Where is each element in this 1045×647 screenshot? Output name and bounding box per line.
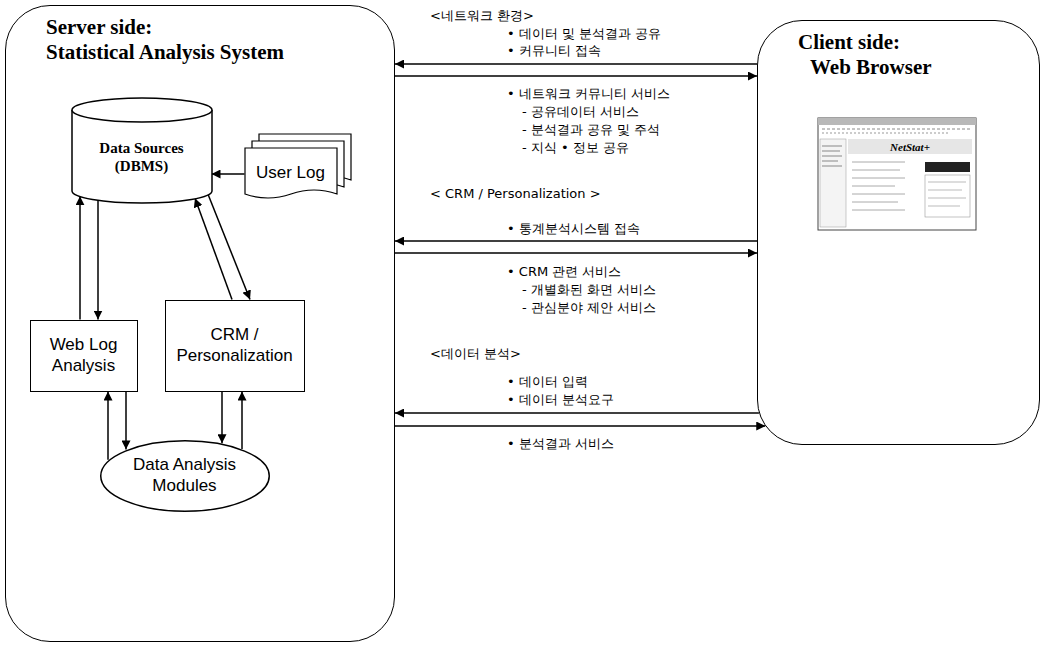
node-label: Data Analysis Modules — [122, 455, 247, 496]
screen-frame — [818, 118, 976, 230]
content-line — [928, 182, 966, 183]
side-panel — [925, 175, 970, 217]
message-item: • 데이터 입력 — [505, 374, 590, 390]
node-label: User Log — [256, 163, 325, 183]
content-line — [852, 210, 905, 211]
header-band — [848, 139, 972, 154]
arrow-connector — [395, 63, 757, 65]
arrow-connector — [395, 412, 759, 414]
nav-line — [822, 151, 840, 152]
message-item: • 데이터 분석요구 — [505, 392, 616, 408]
screen-title: NetStat+ — [888, 139, 932, 155]
arrow-connector — [221, 392, 223, 444]
arrow-connector — [97, 200, 99, 320]
arrow-connector — [79, 196, 81, 319]
arrow-connector — [107, 392, 109, 460]
content-line — [852, 162, 905, 163]
message-item: • 분석결과 서비스 — [505, 436, 616, 452]
database-cylinder: Data Sources (DBMS) — [72, 98, 212, 203]
document-sheet — [245, 148, 337, 198]
message-item: - 지식 • 정보 공유 — [520, 140, 631, 156]
toolbar-line — [822, 129, 970, 130]
region-heading: Web Browser — [810, 55, 932, 80]
content-line — [852, 170, 900, 171]
node-label: Data Sources (DBMS) — [86, 139, 198, 175]
message-item: - 개별화된 화면 서비스 — [520, 282, 658, 298]
ellipse-outline — [100, 440, 269, 511]
arrow-connector — [125, 392, 127, 450]
dark-panel — [925, 162, 970, 172]
text-holder: Web Log Analysis — [31, 321, 137, 391]
text-holder: Client side:Web Browser — [798, 30, 932, 80]
message-item: - 공유데이터 서비스 — [520, 104, 641, 120]
text-holder: CRM / Personalization — [166, 301, 304, 391]
nav-line — [822, 156, 842, 157]
arrow-connector — [395, 425, 765, 427]
browser-screenshot — [818, 118, 976, 230]
arrow-connector — [208, 194, 250, 299]
message-item: • 데이터 및 분석결과 공유 — [505, 26, 663, 42]
module-ellipse: Data Analysis Modules — [100, 440, 270, 512]
text-holder: User Log — [245, 148, 337, 200]
content-line — [852, 186, 895, 187]
arrow-connector — [395, 252, 757, 254]
process-box: CRM / Personalization — [165, 300, 305, 392]
toolbar-line — [822, 133, 950, 134]
text-holder: Server side:Statistical Analysis System — [46, 15, 284, 65]
arrow-connector — [212, 173, 245, 175]
section-heading: <데이터 분석> — [428, 346, 523, 362]
log-document: User Log — [245, 148, 337, 200]
nav-line — [822, 161, 838, 162]
message-item: - 관심분야 제안 서비스 — [520, 300, 658, 316]
node-label: Web Log Analysis — [34, 335, 134, 376]
message-item: • 네트워크 커뮤니티 서비스 — [505, 86, 672, 102]
content-line — [928, 206, 960, 207]
content-line — [852, 194, 905, 195]
region-heading: Server side: — [46, 15, 284, 40]
region-heading: Client side: — [798, 30, 932, 55]
arrow-connector — [395, 75, 757, 77]
content-line — [852, 178, 905, 179]
cylinder-top — [72, 98, 212, 122]
message-item: • CRM 관련 서비스 — [505, 264, 623, 280]
text-holder: Data Analysis Modules — [100, 440, 270, 512]
arrow-connector — [241, 392, 243, 449]
arrow-connector — [395, 240, 757, 242]
arrow-connector — [195, 198, 232, 299]
title-bar — [818, 118, 976, 125]
cylinder-body — [72, 110, 212, 203]
message-item: - 분석결과 공유 및 주석 — [520, 122, 662, 138]
nav-column — [820, 139, 846, 227]
message-item: • 통계분석시스템 접속 — [505, 221, 642, 237]
server-region: Server side:Statistical Analysis SystemD… — [5, 5, 395, 642]
node-label: CRM / Personalization — [169, 325, 301, 366]
message-item: • 커뮤니티 접속 — [505, 43, 603, 59]
nav-line — [822, 166, 842, 167]
client-region: Client side:Web Browser — [757, 20, 1040, 445]
region-heading: Statistical Analysis System — [46, 40, 284, 65]
content-line — [852, 202, 898, 203]
content-line — [928, 190, 962, 191]
process-box: Web Log Analysis — [30, 320, 138, 392]
section-heading: < CRM / Personalization > — [428, 186, 603, 202]
content-line — [928, 198, 966, 199]
text-holder: Data Sources (DBMS) — [72, 98, 212, 203]
nav-line — [822, 146, 842, 147]
section-heading: <네트워크 환경> — [428, 8, 536, 24]
